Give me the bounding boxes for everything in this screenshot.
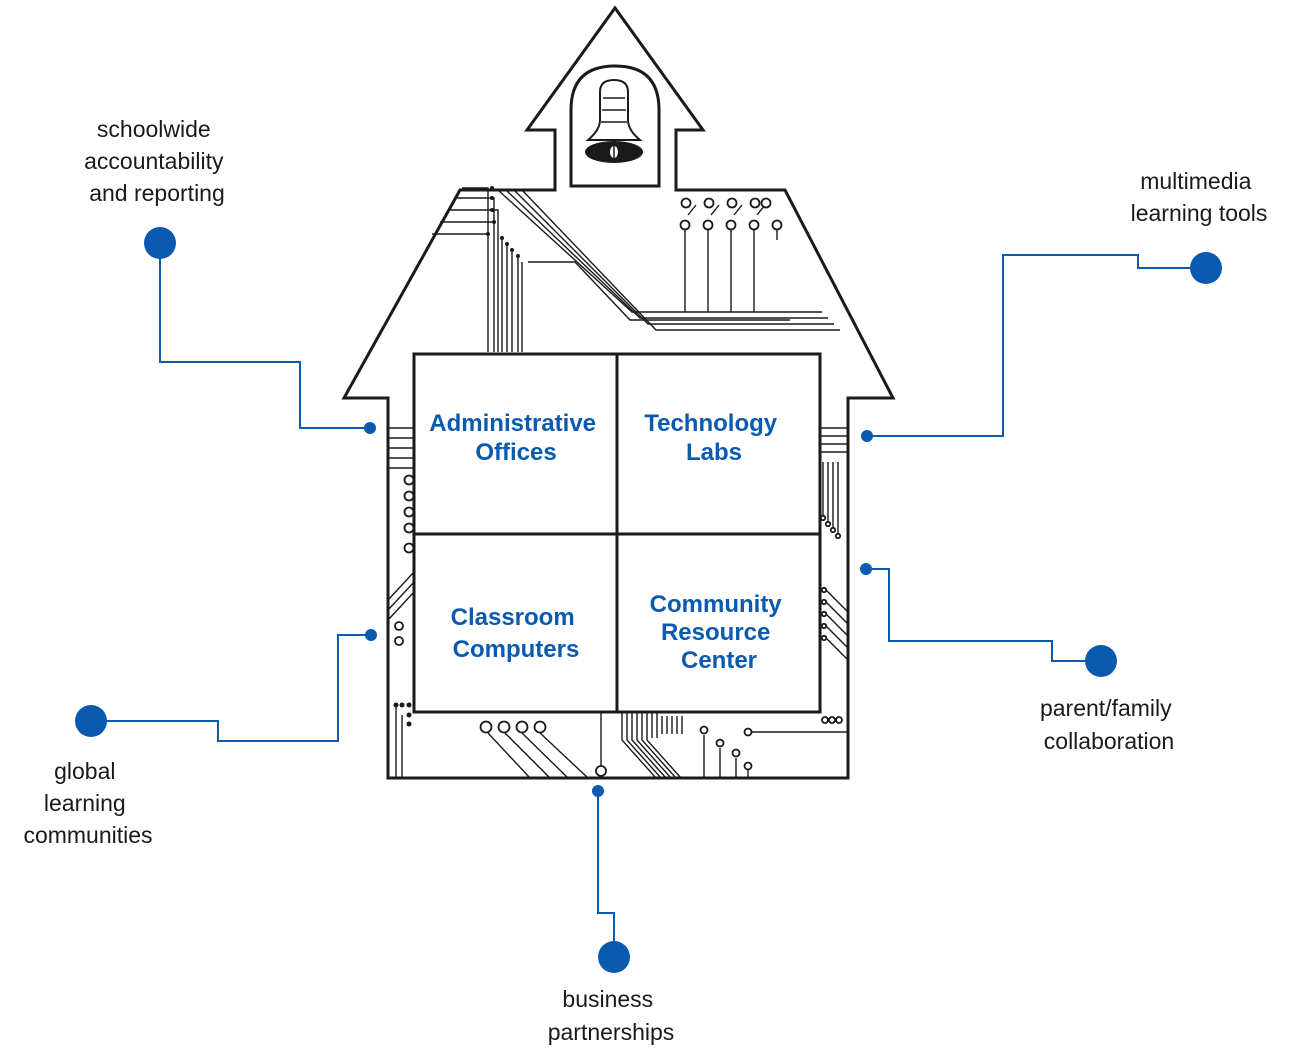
connector-multimedia xyxy=(861,252,1222,442)
bell-icon xyxy=(569,64,661,188)
room-community-resource-center: Community Resource Center xyxy=(650,591,789,674)
connector-global xyxy=(75,629,377,742)
schoolhouse-outline xyxy=(341,5,896,780)
node-business xyxy=(598,941,630,973)
room-classroom-computers: Classroom Computers xyxy=(451,604,582,663)
label-accountability: schoolwide accountability and reporting xyxy=(84,116,230,206)
connector-accountability xyxy=(144,227,376,434)
node-global xyxy=(75,705,107,737)
room-technology-labs: Technology Labs xyxy=(644,410,784,466)
label-global: global learning communities xyxy=(23,758,152,848)
connector-business xyxy=(592,785,630,973)
node-multimedia xyxy=(1190,252,1222,284)
connector-parent xyxy=(860,563,1117,677)
node-accountability xyxy=(144,227,176,259)
circuit-traces xyxy=(387,187,849,779)
circuit-pads xyxy=(393,186,843,777)
label-parent: parent/family collaboration xyxy=(1040,695,1178,754)
node-parent xyxy=(1085,645,1117,677)
room-grid xyxy=(412,352,822,714)
label-business: business partnerships xyxy=(548,986,675,1045)
label-multimedia: multimedia learning tools xyxy=(1131,168,1268,226)
room-administrative-offices: Administrative Offices xyxy=(429,410,602,466)
